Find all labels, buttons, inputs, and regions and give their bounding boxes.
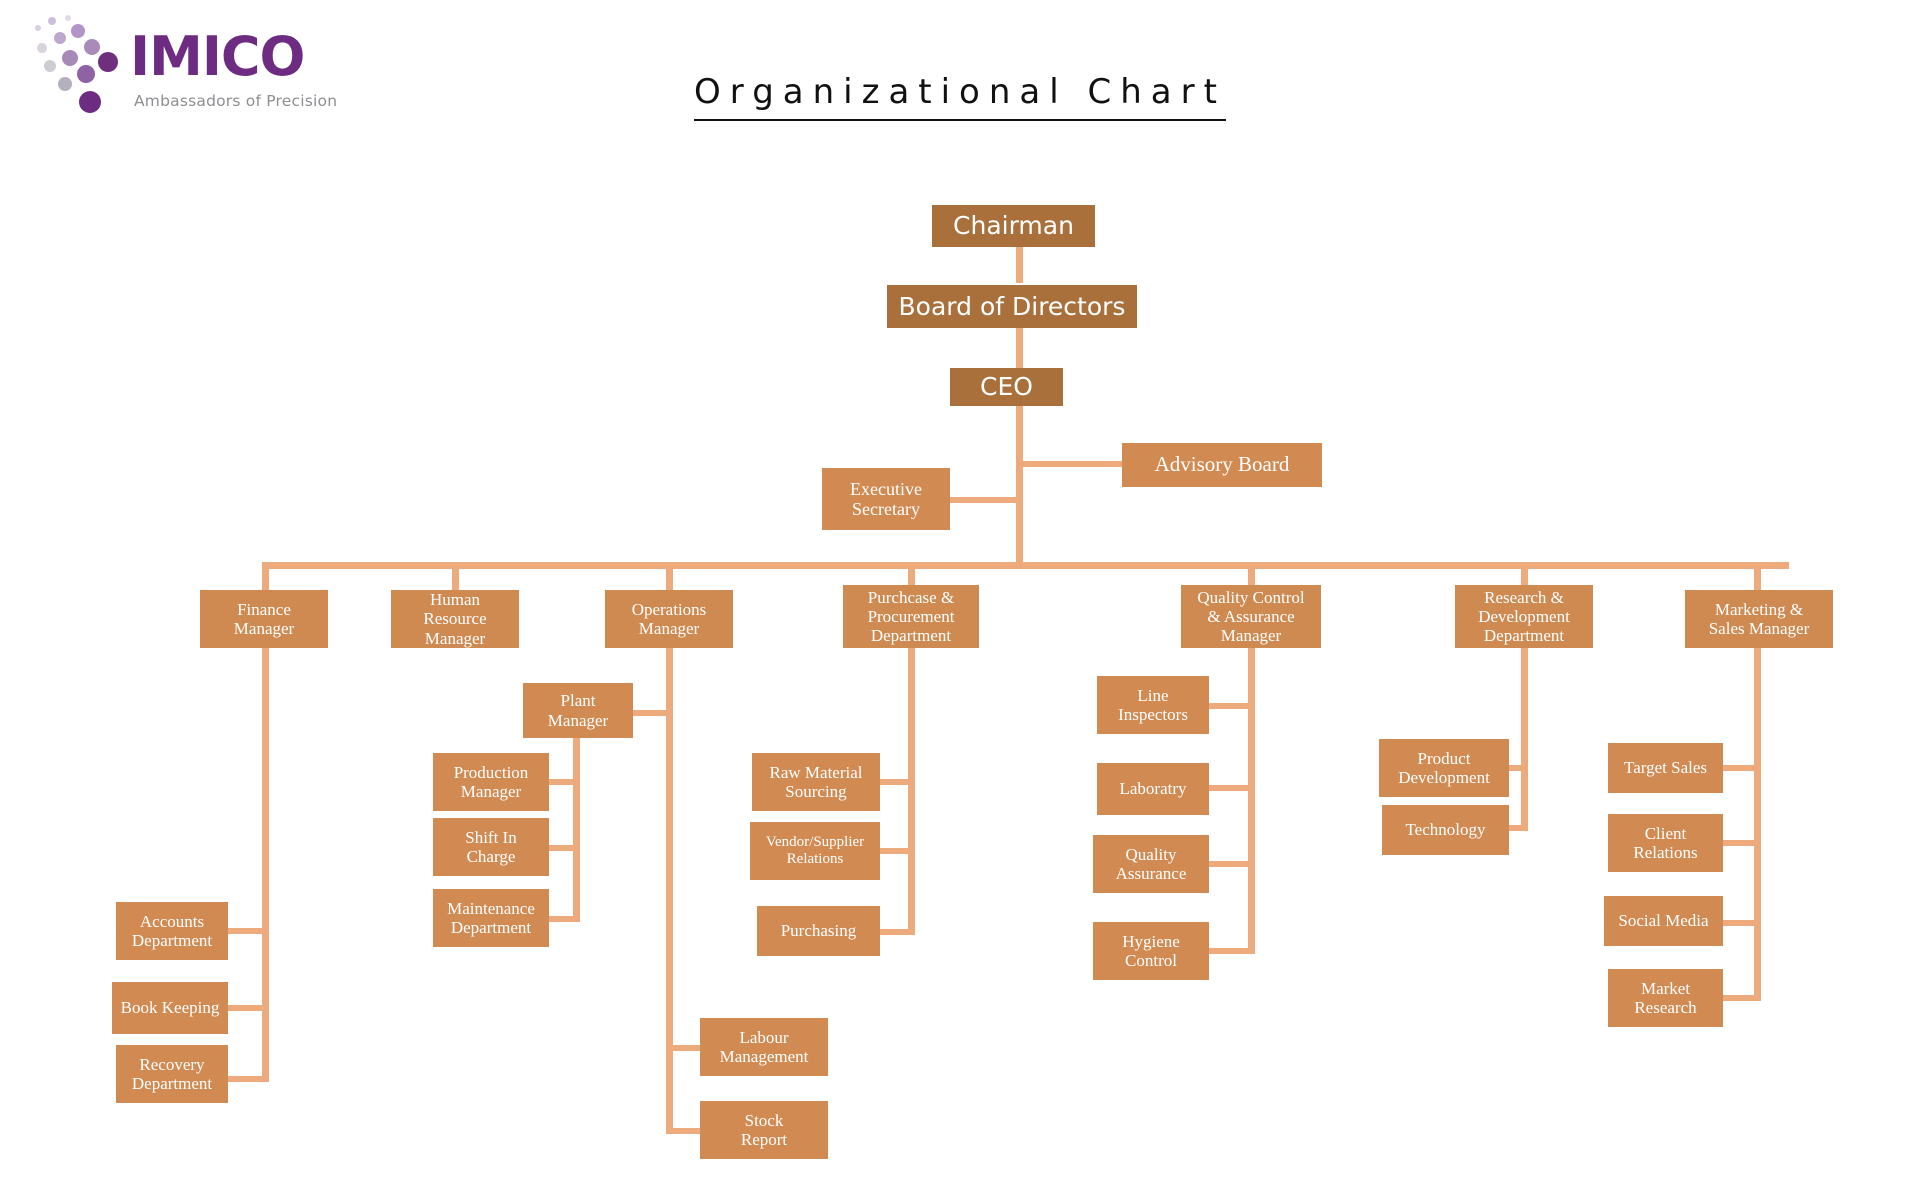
node-client-relations[interactable]: Client Relations: [1608, 814, 1723, 872]
connector-operations-spine: [666, 648, 673, 1134]
connector-ceo-spine: [1016, 405, 1023, 565]
node-ceo[interactable]: CEO: [950, 368, 1063, 406]
node-board-of-directors[interactable]: Board of Directors: [887, 285, 1137, 328]
connector-board-ceo: [1016, 327, 1023, 368]
node-hygiene-control[interactable]: Hygiene Control: [1093, 922, 1209, 980]
connector-quality-line: [1208, 703, 1255, 709]
connector-bus-marketing: [1754, 562, 1761, 590]
node-chairman[interactable]: Chairman: [932, 205, 1095, 247]
connector-plant-maintenance: [548, 916, 580, 922]
node-advisory-board[interactable]: Advisory Board: [1122, 443, 1322, 487]
logo-tagline: Ambassadors of Precision: [134, 92, 338, 110]
connector-purchase-vendor: [873, 848, 915, 854]
node-research-development-department[interactable]: Research & Development Department: [1455, 585, 1593, 648]
connector-finance-spine: [262, 648, 269, 1082]
node-shift-in-charge[interactable]: Shift In Charge: [433, 818, 549, 876]
connector-operations-labour: [666, 1045, 702, 1051]
node-finance-manager[interactable]: Finance Manager: [200, 590, 328, 648]
node-line-inspectors[interactable]: Line Inspectors: [1097, 676, 1209, 734]
node-purchasing[interactable]: Purchasing: [757, 906, 880, 956]
connector-bus-operations: [666, 562, 673, 590]
brand-logo: IMICO Ambassadors of Precision: [30, 14, 360, 124]
connector-finance-recovery: [226, 1076, 269, 1082]
node-marketing-sales-manager[interactable]: Marketing & Sales Manager: [1685, 590, 1833, 648]
node-market-research[interactable]: Market Research: [1608, 969, 1723, 1027]
node-labour-management[interactable]: Labour Management: [700, 1018, 828, 1076]
logo-dots-icon: [35, 15, 118, 113]
node-accounts-department[interactable]: Accounts Department: [116, 902, 228, 960]
connector-quality-spine: [1248, 648, 1255, 954]
node-production-manager[interactable]: Production Manager: [433, 753, 549, 811]
connector-bus-hr: [452, 562, 459, 590]
connector-purchase-rawmat: [873, 779, 915, 785]
connector-division-bus: [262, 562, 1789, 569]
node-stock-report[interactable]: Stock Report: [700, 1101, 828, 1159]
connector-marketing-target: [1722, 765, 1761, 771]
connector-finance-accounts: [226, 928, 269, 934]
connector-plant-spine: [573, 730, 580, 922]
connector-marketing-social: [1722, 920, 1761, 926]
connector-marketing-market: [1722, 995, 1761, 1001]
connector-bus-quality: [1248, 562, 1255, 590]
connector-quality-hygiene: [1208, 948, 1255, 954]
connector-bus-finance: [262, 562, 269, 590]
node-plant-manager[interactable]: Plant Manager: [523, 683, 633, 738]
connector-marketing-spine: [1754, 648, 1761, 1000]
connector-rnd-spine: [1521, 648, 1528, 831]
page-title: Organizational Chart: [0, 72, 1920, 121]
connector-ceo-exec-secretary: [950, 497, 1022, 503]
connector-purchase-purchasing: [873, 929, 915, 935]
connector-plant-production: [548, 779, 580, 785]
node-executive-secretary[interactable]: Executive Secretary: [822, 468, 950, 530]
node-product-development[interactable]: Product Development: [1379, 739, 1509, 797]
node-raw-material-sourcing[interactable]: Raw Material Sourcing: [752, 753, 880, 811]
connector-operations-plant: [632, 710, 673, 716]
connector-ceo-advisory: [1016, 461, 1122, 467]
node-social-media[interactable]: Social Media: [1604, 896, 1723, 946]
node-laboratry[interactable]: Laboratry: [1097, 763, 1209, 815]
node-human-resource-manager[interactable]: Human Resource Manager: [391, 590, 519, 648]
node-target-sales[interactable]: Target Sales: [1608, 743, 1723, 793]
node-maintenance-department[interactable]: Maintenance Department: [433, 889, 549, 947]
connector-bus-purchase: [908, 562, 915, 590]
connector-plant-shift: [548, 845, 580, 851]
connector-purchase-spine: [908, 648, 915, 935]
connector-operations-stock: [666, 1128, 702, 1134]
node-quality-assurance[interactable]: Quality Assurance: [1093, 835, 1209, 893]
connector-marketing-client: [1722, 840, 1761, 846]
connector-quality-qa: [1208, 861, 1255, 867]
node-quality-control-assurance-manager[interactable]: Quality Control & Assurance Manager: [1181, 585, 1321, 648]
node-recovery-department[interactable]: Recovery Department: [116, 1045, 228, 1103]
node-technology[interactable]: Technology: [1382, 805, 1509, 855]
connector-chairman-board: [1016, 245, 1023, 283]
node-vendor-supplier-relations[interactable]: Vendor/Supplier Relations: [750, 822, 880, 880]
page-title-text: Organizational Chart: [694, 72, 1226, 121]
connector-finance-bookkeeping: [226, 1005, 269, 1011]
connector-bus-rnd: [1521, 562, 1528, 590]
logo-wordmark: IMICO: [130, 25, 305, 88]
node-operations-manager[interactable]: Operations Manager: [605, 590, 733, 648]
node-purchase-procurement-department[interactable]: Purchcase & Procurement Department: [843, 585, 979, 648]
connector-quality-lab: [1208, 785, 1255, 791]
node-book-keeping[interactable]: Book Keeping: [112, 982, 228, 1034]
